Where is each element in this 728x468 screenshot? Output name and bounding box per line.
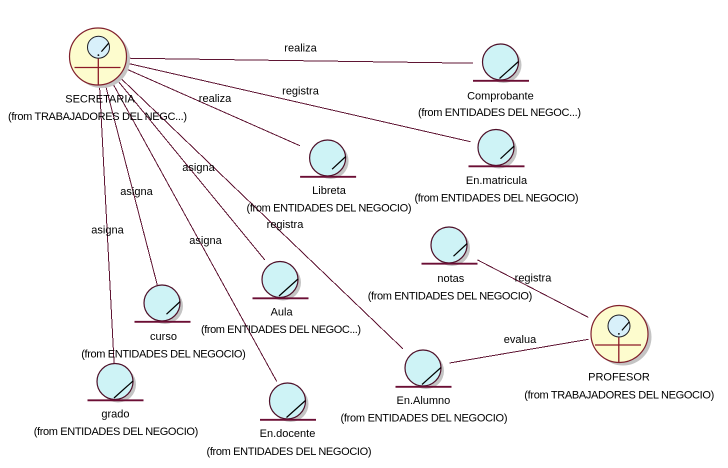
svg-text:registra: registra xyxy=(515,272,553,284)
svg-text:asigna: asigna xyxy=(182,162,215,174)
svg-text:evalua: evalua xyxy=(504,334,537,346)
svg-text:(from ENTIDADES DEL NEGOC...): (from ENTIDADES DEL NEGOC...) xyxy=(418,107,581,119)
svg-text:notas: notas xyxy=(437,273,464,285)
svg-text:(from ENTIDADES DEL NEGOCIO): (from ENTIDADES DEL NEGOCIO) xyxy=(368,291,533,303)
svg-text:En.Alumno: En.Alumno xyxy=(396,395,450,407)
svg-text:SECRETARIA: SECRETARIA xyxy=(65,93,135,105)
svg-text:(from ENTIDADES DEL NEGOCIO): (from ENTIDADES DEL NEGOCIO) xyxy=(247,203,412,215)
svg-text:registra: registra xyxy=(267,219,305,231)
svg-text:PROFESOR: PROFESOR xyxy=(588,371,650,383)
svg-text:(from ENTIDADES DEL NEGOCIO): (from ENTIDADES DEL NEGOCIO) xyxy=(341,413,508,425)
svg-text:asigna: asigna xyxy=(189,235,222,247)
svg-text:(from ENTIDADES DEL NEGOCIO): (from ENTIDADES DEL NEGOCIO) xyxy=(415,193,579,205)
svg-text:Libreta: Libreta xyxy=(312,185,347,197)
svg-text:registra: registra xyxy=(282,86,320,98)
svg-text:(from ENTIDADES DEL NEGOCIO): (from ENTIDADES DEL NEGOCIO) xyxy=(34,426,199,438)
svg-text:(from TRABAJADORES DEL NEGC...: (from TRABAJADORES DEL NEGC...) xyxy=(8,111,187,123)
svg-text:realiza: realiza xyxy=(284,43,317,55)
svg-text:asigna: asigna xyxy=(91,225,124,237)
svg-text:En.matricula: En.matricula xyxy=(466,175,528,187)
svg-text:(from ENTIDADES DEL NEGOCIO): (from ENTIDADES DEL NEGOCIO) xyxy=(81,349,246,361)
svg-text:En.docente: En.docente xyxy=(260,428,316,440)
svg-text:(from ENTIDADES DEL NEGOCIO): (from ENTIDADES DEL NEGOCIO) xyxy=(207,446,372,458)
svg-text:curso: curso xyxy=(150,331,177,343)
svg-text:grado: grado xyxy=(101,409,129,421)
svg-text:(from ENTIDADES DEL NEGOC...): (from ENTIDADES DEL NEGOC...) xyxy=(201,324,361,336)
svg-text:(from TRABAJADORES DEL NEGOCIO: (from TRABAJADORES DEL NEGOCIO) xyxy=(524,389,714,401)
svg-text:Comprobante: Comprobante xyxy=(467,91,534,103)
svg-text:Aula: Aula xyxy=(271,306,294,318)
svg-text:realiza: realiza xyxy=(199,93,232,105)
svg-text:asigna: asigna xyxy=(120,186,153,198)
